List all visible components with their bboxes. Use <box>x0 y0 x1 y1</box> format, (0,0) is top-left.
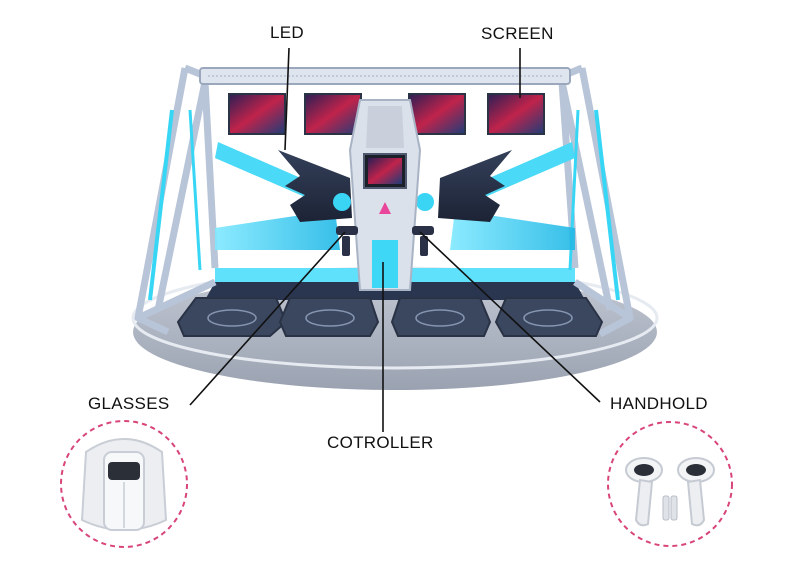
wing-light-left <box>333 193 351 211</box>
floor-pads <box>176 297 604 337</box>
handhold-callout <box>607 421 733 547</box>
machine-handholds <box>336 226 434 256</box>
vr-controllers-icon <box>625 457 715 527</box>
frame-right-neon <box>594 109 620 301</box>
wing-light-right <box>416 193 434 211</box>
frame-left-neon <box>148 109 174 301</box>
leader-lines <box>189 47 601 432</box>
vr-machine <box>131 64 659 390</box>
glasses-leader-line <box>189 231 346 406</box>
handhold-leader-line <box>419 231 601 403</box>
led-label: LED <box>270 23 304 42</box>
screen-2 <box>304 93 362 135</box>
screen-3 <box>408 93 466 135</box>
triangle-emblem <box>379 202 391 214</box>
screen-label: SCREEN <box>481 24 554 43</box>
handhold-callout-circle <box>607 421 733 547</box>
vr-headset-icon <box>80 438 168 531</box>
screens <box>228 93 545 135</box>
led-leader-line <box>284 47 290 151</box>
handhold-label: HANDHOLD <box>610 394 708 413</box>
glasses-label: GLASSES <box>88 394 169 413</box>
central-tower <box>348 99 422 291</box>
controller-label: COTROLLER <box>327 433 434 452</box>
glasses-callout <box>60 420 188 548</box>
dark-wings <box>278 150 512 222</box>
screen-1 <box>228 93 286 135</box>
screen-4 <box>487 93 545 135</box>
